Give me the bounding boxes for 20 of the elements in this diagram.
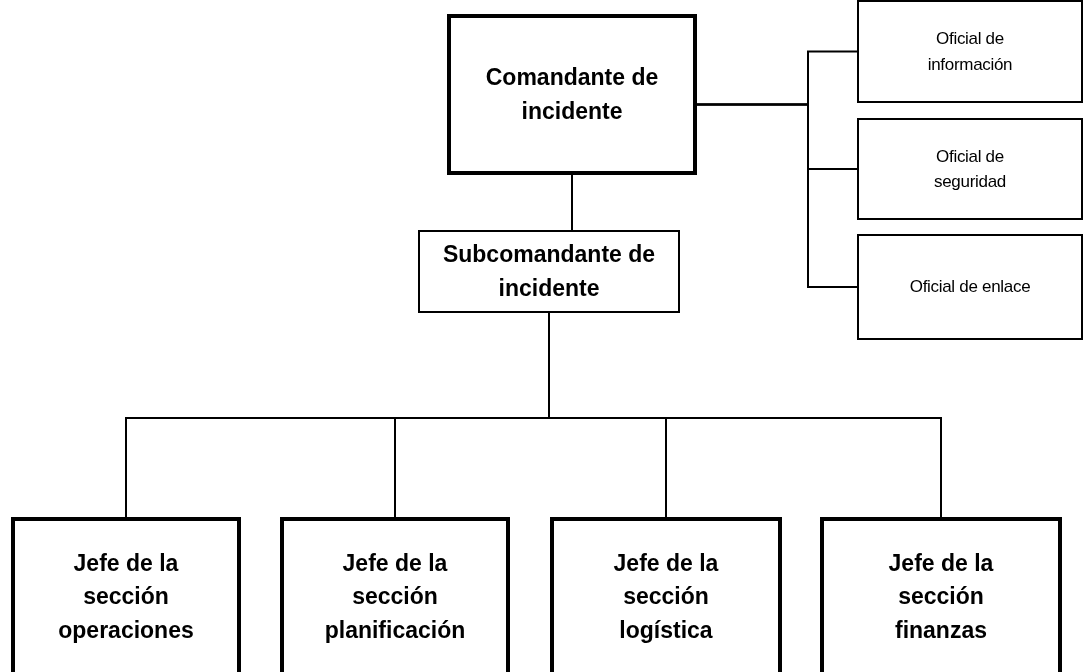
- officer-box: [857, 118, 1083, 220]
- officer-box: [857, 0, 1083, 103]
- section-box: [11, 517, 241, 672]
- role-title: Comandante de incidente: [484, 63, 660, 126]
- section-box: [280, 517, 510, 672]
- officer-box: [857, 234, 1083, 340]
- deputy-box: [418, 230, 680, 313]
- role-title: Jefe de la sección logística: [612, 549, 720, 645]
- connector-line: [696, 103, 858, 288]
- commander-box: [447, 14, 697, 175]
- role-title: Jefe de la sección operaciones: [57, 549, 195, 645]
- role-title: Oficial de enlace: [908, 276, 1032, 299]
- role-title: Jefe de la sección planificación: [323, 549, 467, 645]
- role-title: Jefe de la sección finanzas: [887, 549, 995, 645]
- role-title: Oficial de seguridad: [933, 145, 1007, 193]
- role-title: Oficial de información: [926, 28, 1014, 76]
- connector-line: [571, 174, 573, 231]
- role-title: Subcomandante de incidente: [441, 240, 657, 303]
- section-box: [820, 517, 1062, 672]
- section-box: [550, 517, 782, 672]
